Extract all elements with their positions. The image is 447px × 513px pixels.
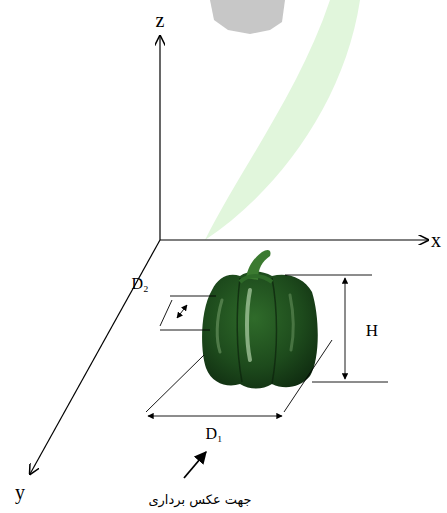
axis-label: z <box>156 10 165 30</box>
pepper <box>202 250 318 389</box>
watermark <box>205 0 360 240</box>
axis-label: y <box>15 482 25 502</box>
coordinate-axes <box>30 36 428 474</box>
direction-caption: جهت عکس برداری <box>148 493 251 506</box>
view-direction-arrow <box>184 452 206 478</box>
dimension-label: D₁ <box>205 426 222 442</box>
dimension-label: H <box>366 322 378 339</box>
dimension-lines <box>146 275 388 416</box>
axis-label: x <box>431 230 441 250</box>
dimension-label: D₂ <box>131 276 148 292</box>
